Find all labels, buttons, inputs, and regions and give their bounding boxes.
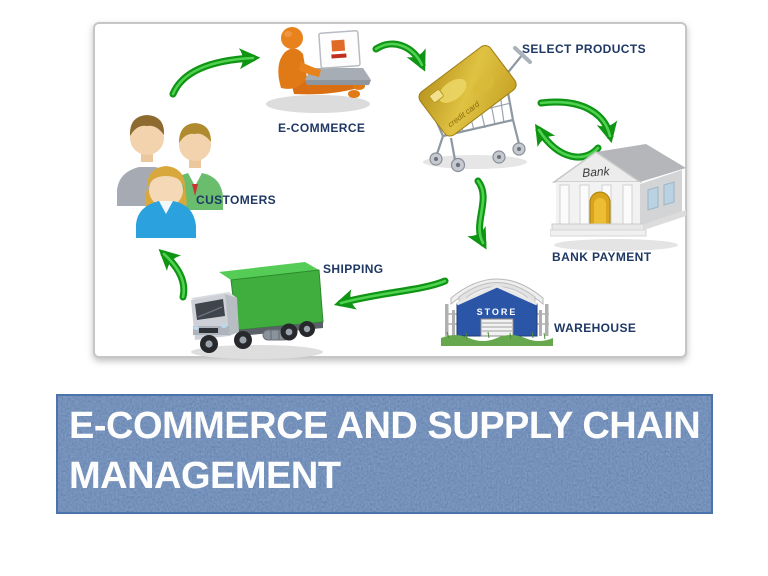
shipping-label: SHIPPING — [323, 262, 384, 276]
slide-title: E-COMMERCE AND SUPPLY CHAIN MANAGEMENT — [69, 405, 701, 497]
customers-label: CUSTOMERS — [196, 193, 277, 207]
arrow-cart-to-bank — [537, 98, 618, 144]
diagram-panel: CUSTOMERS E-COMMERCE — [93, 22, 687, 359]
cart-credit-card-icon: credit card — [418, 45, 532, 173]
arrow-cart-to-warehouse — [467, 177, 487, 250]
store-building-icon: STORE — [441, 278, 553, 346]
arrow-warehouse-to-truck — [333, 277, 449, 310]
arrow-truck-to-customers — [158, 249, 188, 301]
select-products-label: SELECT PRODUCTS — [522, 42, 647, 56]
arrow-bank-to-cart — [535, 123, 602, 161]
flow-arrows-layer — [158, 40, 618, 310]
bank-sign: Bank — [582, 164, 611, 180]
bank-payment-label: BANK PAYMENT — [552, 250, 652, 264]
person-laptop-icon — [266, 27, 371, 113]
customers-icon — [117, 115, 223, 238]
ecommerce-label: E-COMMERCE — [278, 121, 366, 135]
warehouse-label: WAREHOUSE — [554, 321, 637, 335]
delivery-truck-icon — [191, 262, 324, 359]
banner-texture — [58, 396, 711, 512]
bank-building-icon: Bank — [550, 144, 686, 251]
arrow-ecommerce-to-cart — [372, 40, 426, 72]
arrow-customers-to-ecommerce — [169, 48, 261, 98]
store-sign: STORE — [477, 307, 518, 317]
title-banner: E-COMMERCE AND SUPPLY CHAIN MANAGEMENT — [56, 394, 713, 514]
